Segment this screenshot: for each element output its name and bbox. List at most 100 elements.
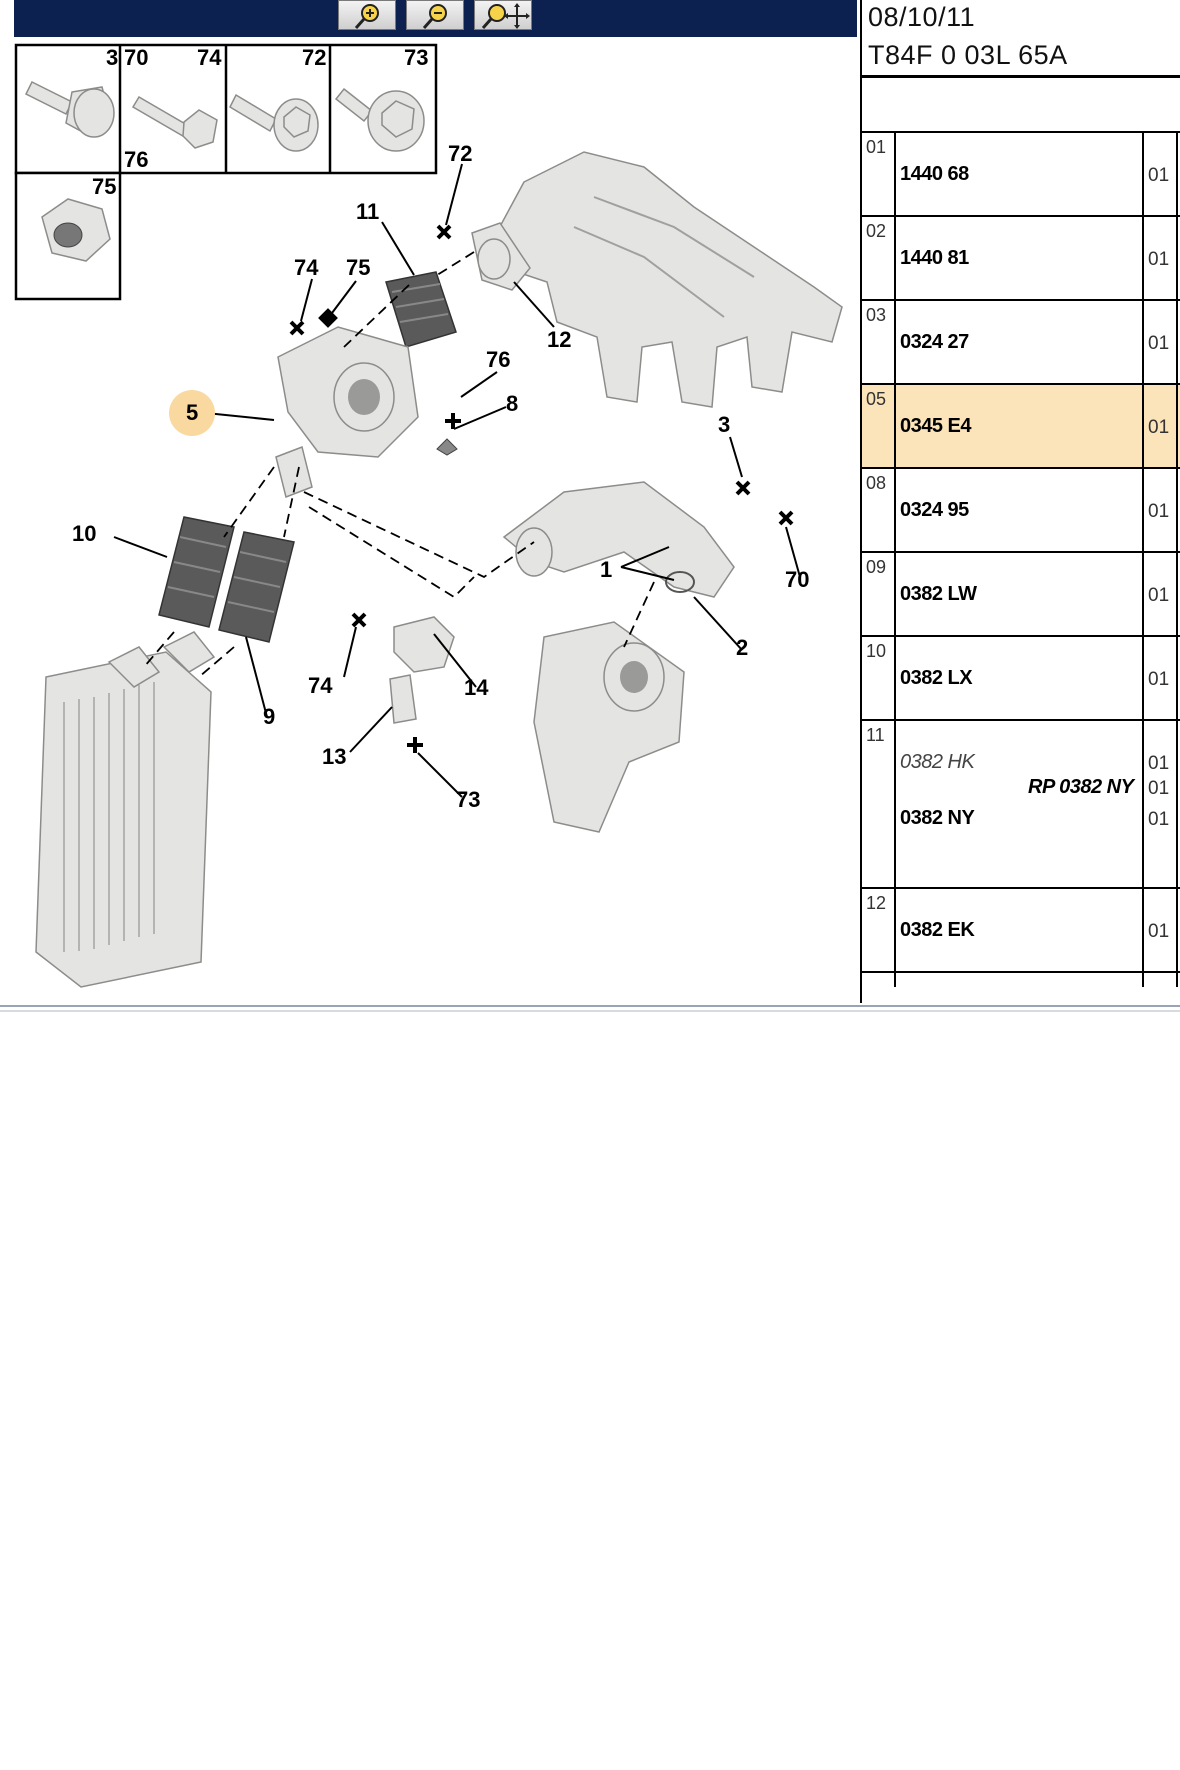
quantity: 01 (1148, 809, 1170, 830)
callout-label[interactable]: 74 (294, 255, 319, 280)
callout-label[interactable]: 13 (322, 744, 346, 769)
fastener-markers (289, 224, 794, 753)
zoom-out-button[interactable] (406, 0, 464, 30)
replacement-part[interactable]: RP 0382 NY (1028, 776, 1134, 798)
callout-label[interactable]: 72 (448, 141, 472, 166)
diamond-marker-75 (318, 308, 338, 328)
callout-labels: 72 11 74 75 12 76 8 5 3 10 1 70 2 74 14 … (72, 141, 809, 812)
callout-label[interactable]: 76 (486, 347, 510, 372)
zoom-in-button[interactable] (338, 0, 396, 30)
catalog-date: 08/10/11 (868, 2, 976, 32)
cross-marker-3 (735, 480, 751, 496)
callout-label[interactable]: 8 (506, 391, 518, 416)
parts-row[interactable]: 03 0324 27 01 (862, 301, 1180, 385)
catalog-reference: T84F 0 03L 65A (868, 40, 1068, 70)
callout-highlight (169, 390, 215, 436)
exploded-parts-diagram: 3 70 74 76 72 73 75 (14, 43, 843, 988)
superseded-part-number[interactable]: 0382 HK (900, 751, 975, 773)
parts-row[interactable]: 12 0382 EK 01 (862, 889, 1180, 973)
part-8-icon (436, 438, 458, 456)
o-ring-2-part (665, 571, 695, 593)
quantity: 01 (1148, 333, 1170, 354)
row-number: 08 (866, 473, 887, 493)
row-number: 11 (866, 725, 885, 745)
row-number: 03 (866, 305, 887, 325)
parts-row[interactable]: 01 1440 68 01 (862, 133, 1180, 217)
cross-marker-74b (351, 612, 367, 628)
bracket-14-part (393, 616, 455, 673)
throttle-body-5-part (275, 326, 419, 499)
callout-label[interactable]: 11 (356, 199, 379, 224)
part-number[interactable]: 0382 LX (900, 667, 973, 689)
legend-label-74: 74 (197, 45, 222, 70)
callout-label[interactable]: 9 (263, 704, 275, 729)
part-number[interactable]: 0345 E4 (900, 415, 972, 437)
flange-12-part (471, 222, 531, 291)
part-number[interactable]: 0324 95 (900, 499, 969, 521)
part-number[interactable]: 0324 27 (900, 331, 969, 353)
row-number: 01 (866, 137, 887, 157)
table-top-border (862, 131, 1180, 133)
legend-label-73: 73 (404, 45, 428, 70)
zoom-pan-icon (481, 3, 530, 29)
zoom-toolbar (14, 0, 857, 37)
panel-divider (860, 0, 862, 1003)
zoom-in-icon (354, 4, 379, 29)
callout-label[interactable]: 70 (785, 567, 809, 592)
quantity: 01 (1148, 249, 1170, 270)
part-number[interactable]: 1440 68 (900, 163, 969, 185)
legend-label-75: 75 (92, 174, 116, 199)
quantity: 01 (1148, 669, 1170, 690)
plus-marker-73 (407, 737, 423, 753)
cross-marker-70 (778, 510, 794, 526)
part-number[interactable]: 0382 NY (900, 807, 975, 829)
bolt-72-icon (229, 93, 319, 152)
next-row-clipped (862, 973, 1180, 987)
callout-label[interactable]: 5 (186, 400, 198, 425)
parts-row-selected[interactable]: 05 0345 E4 01 (862, 385, 1180, 469)
hose-11-part (385, 271, 457, 348)
legend-label-76: 76 (124, 147, 148, 172)
turbo-pipe-1-part (502, 481, 735, 598)
parts-row[interactable]: 10 0382 LX 01 (862, 637, 1180, 721)
row-number: 10 (866, 641, 887, 661)
callout-label[interactable]: 3 (718, 412, 730, 437)
intake-manifold-part (496, 151, 843, 408)
row-number: 12 (866, 893, 887, 913)
parts-row[interactable]: 09 0382 LW 01 (862, 553, 1180, 637)
zoom-pan-button[interactable] (474, 0, 532, 30)
viewer-bottom-border (0, 1005, 1180, 1007)
row-number: 09 (866, 557, 887, 577)
part-number[interactable]: 0382 LW (900, 583, 977, 605)
row-number: 05 (866, 389, 887, 409)
part-number[interactable]: 0382 EK (900, 919, 975, 941)
callout-label[interactable]: 74 (308, 673, 333, 698)
quantity: 01 (1148, 753, 1170, 774)
callout-label[interactable]: 1 (600, 557, 612, 582)
quantity: 01 (1148, 585, 1170, 606)
intercooler-part (35, 631, 216, 988)
viewer-bottom-border-shadow (0, 1010, 1180, 1012)
row-number: 02 (866, 221, 887, 241)
plus-marker-76 (445, 413, 461, 429)
hose-10-part (158, 516, 235, 628)
callout-label[interactable]: 10 (72, 521, 96, 546)
callout-label[interactable]: 2 (736, 635, 748, 660)
part-number[interactable]: 1440 81 (900, 247, 969, 269)
header-divider (862, 75, 1180, 78)
legend-label-70: 70 (124, 45, 148, 70)
zoom-out-icon (422, 4, 447, 29)
legend-label-72: 72 (302, 45, 326, 70)
parts-row[interactable]: 11 0382 HK RP 0382 NY 0382 NY 01 01 01 (862, 721, 1180, 889)
legend-label-3: 3 (106, 45, 118, 70)
callout-label[interactable]: 73 (456, 787, 480, 812)
callout-label[interactable]: 12 (547, 327, 571, 352)
leader-lines (113, 163, 801, 798)
turbocharger-part (533, 621, 685, 833)
callout-label[interactable]: 75 (346, 255, 370, 280)
parts-row[interactable]: 02 1440 81 01 (862, 217, 1180, 301)
quantity: 01 (1148, 165, 1170, 186)
hose-9-part (218, 531, 295, 643)
parts-row[interactable]: 08 0324 95 01 (862, 469, 1180, 553)
callout-label[interactable]: 14 (464, 675, 489, 700)
